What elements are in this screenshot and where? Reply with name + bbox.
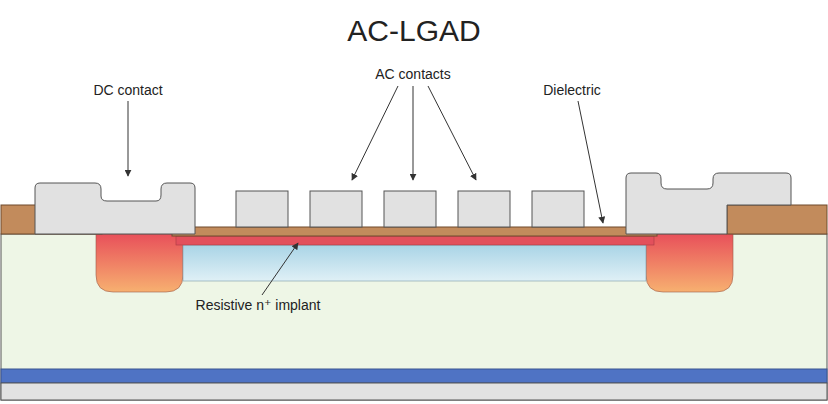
jte-implant bbox=[646, 234, 733, 292]
ac-contact bbox=[532, 191, 584, 227]
leader-arrow bbox=[352, 86, 398, 180]
resistive-implant bbox=[176, 236, 654, 245]
jte-implant bbox=[96, 234, 183, 292]
dielectric-layer bbox=[172, 227, 657, 236]
leader-arrow bbox=[128, 101, 129, 176]
leader-arrow bbox=[428, 86, 476, 180]
backside-implant bbox=[1, 369, 827, 383]
dc-contact bbox=[626, 173, 791, 234]
gain-layer bbox=[183, 245, 646, 281]
leader-arrow bbox=[262, 243, 298, 295]
ac-contact bbox=[384, 191, 436, 227]
callout-label: Dielectric bbox=[543, 82, 601, 98]
ac-contact-group bbox=[236, 191, 584, 227]
callout-label: AC contacts bbox=[375, 66, 450, 82]
ac-contact bbox=[458, 191, 510, 227]
field-oxide bbox=[727, 205, 827, 234]
ac-contact bbox=[310, 191, 362, 227]
ac-contact bbox=[236, 191, 288, 227]
callout-label: Resistive n⁺ implant bbox=[196, 297, 321, 313]
leader-arrow bbox=[578, 101, 603, 223]
callout-label: DC contact bbox=[93, 82, 162, 98]
diagram-title: AC-LGAD bbox=[347, 14, 480, 48]
backside-metal bbox=[1, 383, 827, 400]
leader-arrow bbox=[413, 86, 414, 180]
dc-contact bbox=[35, 183, 195, 234]
substrate bbox=[1, 234, 827, 400]
